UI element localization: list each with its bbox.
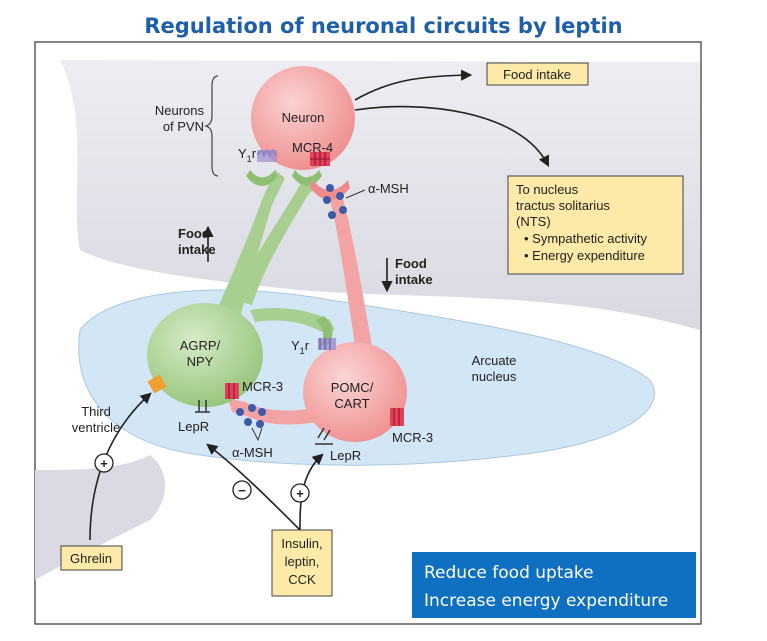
amsh-dots-bottom: [236, 404, 266, 428]
insulin-box: [271, 529, 333, 597]
food-intake-box-text: Food intake: [503, 67, 571, 82]
plus-left: +: [100, 456, 108, 471]
food-intake-up-label-2: intake: [178, 242, 216, 257]
minus-circle: [232, 480, 252, 500]
green-terminal-1: [246, 170, 278, 186]
mcr4-label: MCR-4: [292, 140, 333, 155]
neurons-pvn-label-2: of PVN: [163, 119, 204, 134]
ghrelin-box: [60, 545, 123, 571]
nts-line-4: • Sympathetic activity: [524, 231, 648, 246]
nts-line-2: tractus solitarius: [516, 198, 610, 213]
mcr3-right-label: MCR-3: [392, 430, 433, 445]
callout-line-2: Increase energy expenditure: [424, 591, 668, 611]
amsh-top-label: α-MSH: [368, 181, 409, 196]
pomc-axon-to-agrp: [228, 398, 335, 425]
insulin-line-1: Insulin,: [281, 536, 322, 551]
arcuate-label-2: nucleus: [472, 369, 517, 384]
pvn-neuron: [251, 66, 355, 170]
arrow-insulin-to-agrp: [206, 443, 301, 531]
y1r-receptor-mid: [318, 338, 336, 350]
callout-line-1: Reduce food uptake: [424, 563, 594, 583]
mcr4-receptor: [310, 152, 330, 166]
nts-line-3: (NTS): [516, 214, 551, 229]
ghrelin-receptor: [147, 374, 167, 394]
y1r-receptor-top: [256, 149, 278, 162]
nts-line-5: • Energy expenditure: [524, 248, 645, 263]
plus-right: +: [296, 486, 304, 501]
green-terminal-2: [292, 170, 322, 186]
callout-box: [412, 552, 696, 618]
agrp-axon-to-neuron: [205, 170, 285, 340]
food-intake-down-label-1: Food: [395, 256, 427, 271]
ghrelin-box-text: Ghrelin: [70, 551, 112, 566]
amsh-bottom-label: α-MSH: [232, 445, 273, 460]
pvn-bracket: [204, 75, 219, 177]
pomc-label-1: POMC/: [331, 380, 374, 395]
minus-sign: −: [238, 483, 246, 498]
pomc-label-2: CART: [334, 396, 369, 411]
pomc-cart-neuron: [303, 342, 407, 442]
arcuate-label-1: Arcuate: [472, 353, 517, 368]
agrp-axon-branch: [235, 175, 318, 305]
lepr-right-symbol: [315, 427, 333, 445]
neurons-pvn-label-1: Neurons: [155, 103, 205, 118]
insulin-line-2: leptin,: [285, 554, 320, 569]
agrp-axon-to-pomc: [250, 308, 335, 332]
agrp-npy-neuron: [147, 303, 263, 407]
lepr-left-symbol: [195, 400, 210, 413]
food-intake-up-label-1: Food: [178, 226, 210, 241]
neuron-label: Neuron: [282, 110, 325, 125]
plus-circle-right: [290, 483, 310, 503]
food-intake-box: [486, 62, 589, 86]
nts-line-1: To nucleus: [516, 182, 579, 197]
third-ventricle-label-1: Third: [81, 404, 111, 419]
page-title: Regulation of neuronal circuits by lepti…: [144, 14, 623, 38]
agrp-label-1: AGRP/: [180, 338, 221, 353]
food-intake-down-label-2: intake: [395, 272, 433, 287]
y1r-top-label: Y1r: [238, 146, 257, 164]
arrow-to-nts: [354, 105, 550, 167]
lepr-right-label: LepR: [330, 448, 361, 463]
insulin-line-3: CCK: [288, 572, 316, 587]
agrp-label-2: NPY: [187, 354, 214, 369]
lepr-left-label: LepR: [178, 419, 209, 434]
mcr3-left-label: MCR-3: [242, 379, 283, 394]
mcr3-receptor-left: [225, 383, 239, 399]
third-ventricle-label-2: ventricle: [72, 420, 120, 435]
nts-box: [507, 175, 684, 275]
y1r-mid-label: Y1r: [291, 338, 310, 356]
arrow-to-food-intake: [354, 69, 473, 101]
plus-circle-left: [94, 453, 114, 473]
amsh-dots-top: [323, 184, 347, 219]
pomc-axon-to-neuron: [330, 195, 372, 345]
mcr3-receptor-right: [390, 408, 404, 426]
